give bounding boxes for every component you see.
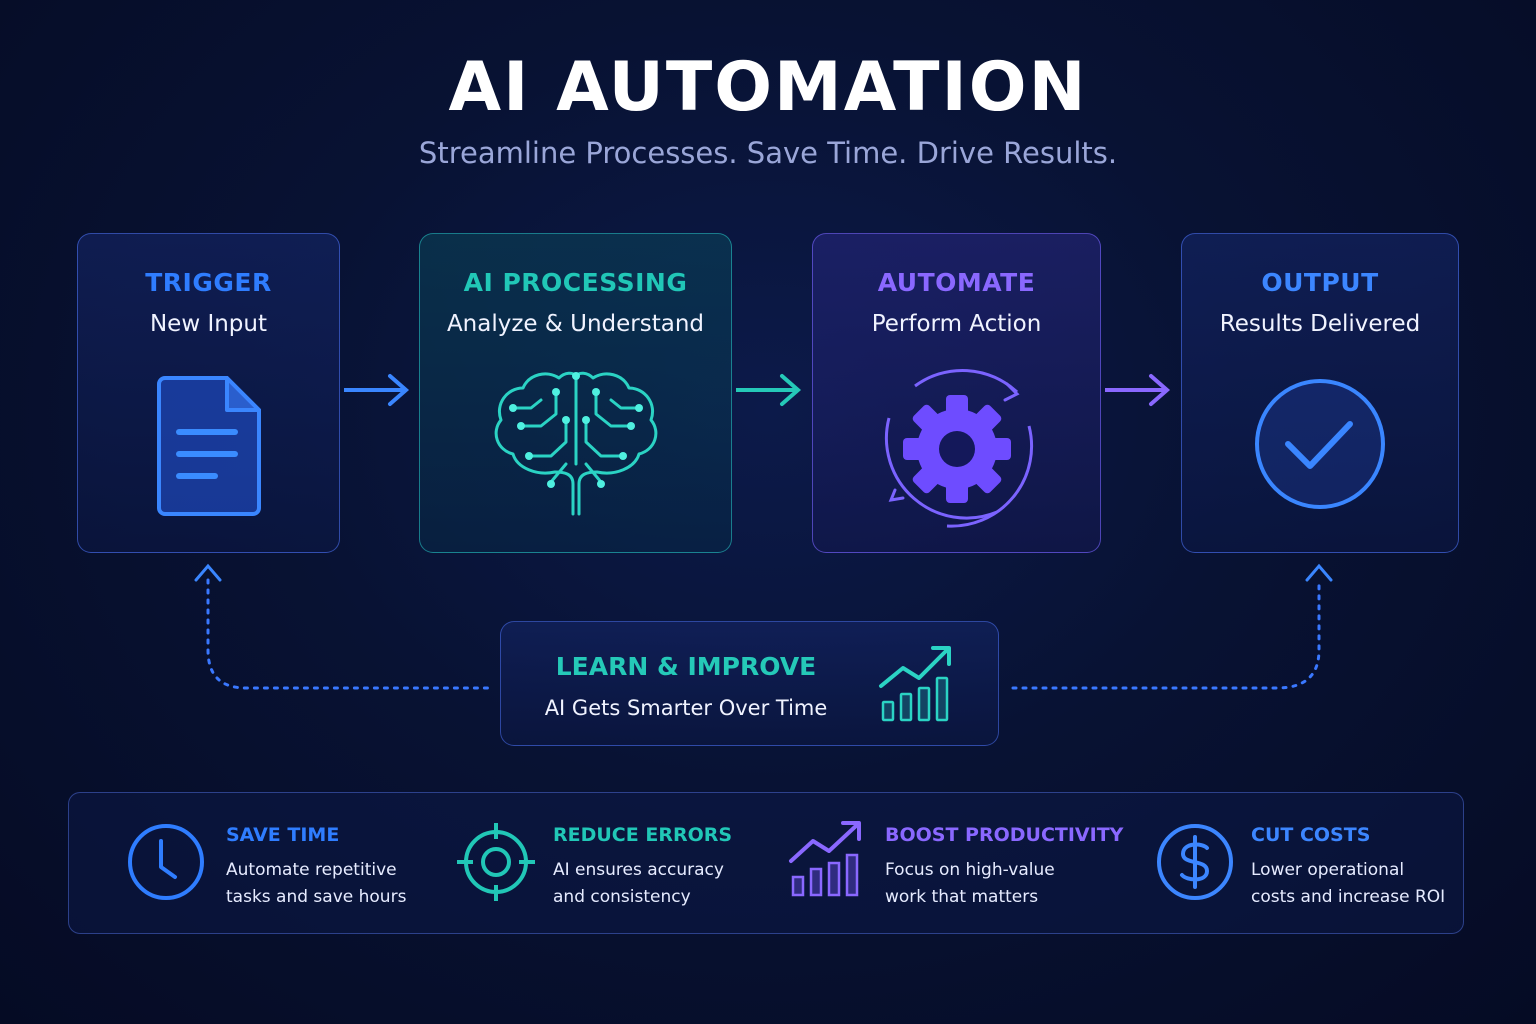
document-icon [156,376,261,516]
brain-icon [494,371,657,516]
benefit-title: BOOST PRODUCTIVITY [885,824,1124,846]
benefits-panel: SAVE TIME Automate repetitive tasks and … [68,792,1464,934]
benefit-title: SAVE TIME [226,824,340,846]
benefit-cut-costs: CUT COSTS Lower operational costs and in… [1155,793,1455,935]
step-subtitle: Analyze & Understand [446,311,705,337]
benefit-line: tasks and save hours [226,887,407,907]
check-circle-icon [1255,379,1385,509]
benefit-description: Automate repetitive tasks and save hours [226,857,406,911]
step-subtitle: New Input [149,311,268,337]
feedback-loop-left-icon [194,563,490,690]
page-subtitle: Streamline Processes. Save Time. Drive R… [418,136,1118,170]
gear-cycle-icon [884,368,1033,528]
step-card-trigger: TRIGGER New Input [77,233,340,553]
benefit-reduce-errors: REDUCE ERRORS AI ensures accuracy and co… [455,793,785,935]
learn-improve-card: LEARN & IMPROVE AI Gets Smarter Over Tim… [500,621,999,746]
benefit-line: Lower operational [1251,860,1405,880]
arrow-right-icon [1105,374,1171,406]
step-subtitle: Results Delivered [1219,311,1421,337]
step-title: AI PROCESSING [463,268,688,297]
benefit-line: Focus on high-value [885,860,1055,880]
step-subtitle: Perform Action [871,311,1042,337]
benefit-line: work that matters [885,887,1039,907]
benefit-boost-productivity: BOOST PRODUCTIVITY Focus on high-value w… [787,793,1127,935]
dollar-icon [1157,824,1233,900]
learn-title: LEARN & IMPROVE [555,652,817,681]
step-title: TRIGGER [145,268,272,297]
benefit-description: AI ensures accuracy and consistency [553,857,724,911]
benefit-line: AI ensures accuracy [553,860,724,880]
step-title: AUTOMATE [877,268,1036,297]
benefit-title: REDUCE ERRORS [553,824,733,846]
arrow-right-icon [736,374,802,406]
learn-subtitle: AI Gets Smarter Over Time [544,696,828,720]
step-card-ai-processing: AI PROCESSING Analyze & Understand [419,233,732,553]
growth-chart-icon [879,646,951,722]
feedback-loop-right-icon [1011,563,1333,690]
step-card-output: OUTPUT Results Delivered [1181,233,1459,553]
page-title: AI AUTOMATION [448,48,1088,127]
benefit-line: costs and increase ROI [1251,887,1446,907]
bar-growth-icon [789,821,861,897]
benefit-line: and consistency [553,887,691,907]
benefit-description: Lower operational costs and increase ROI [1251,857,1445,911]
benefit-title: CUT COSTS [1251,824,1371,846]
step-card-automate: AUTOMATE Perform Action [812,233,1101,553]
benefit-description: Focus on high-value work that matters [885,857,1055,911]
benefit-save-time: SAVE TIME Automate repetitive tasks and … [125,793,455,935]
clock-icon [128,824,204,900]
step-title: OUTPUT [1261,268,1379,297]
arrow-right-icon [344,374,410,406]
target-icon [457,823,535,901]
benefit-line: Automate repetitive [226,860,397,880]
